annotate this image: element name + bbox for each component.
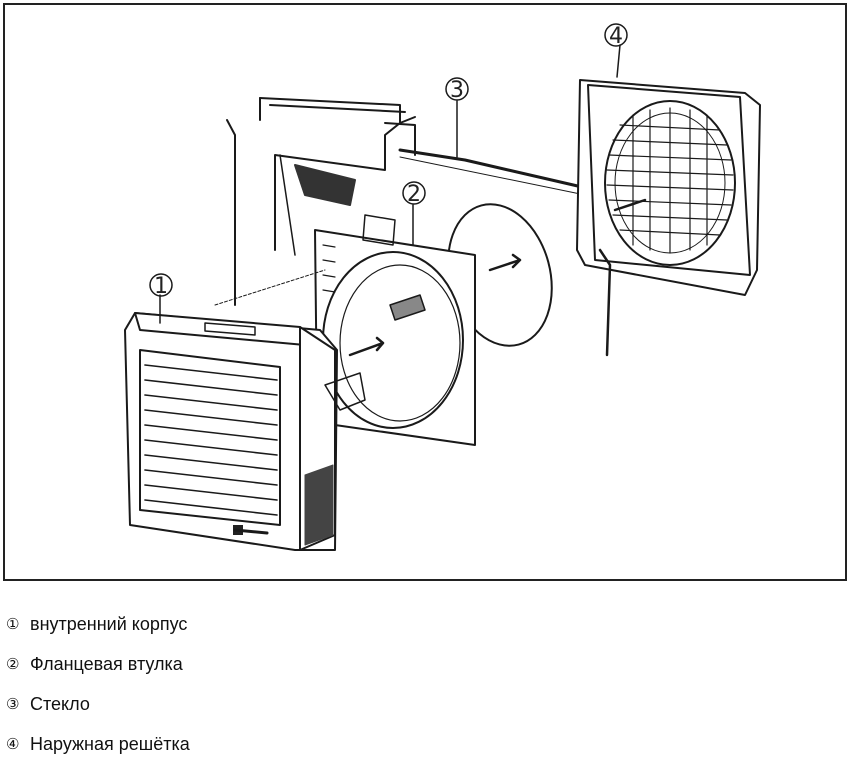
- window-frame: [226, 97, 416, 306]
- legend-label: Стекло: [30, 693, 90, 714]
- diagram-frame: 1 2 3 4: [3, 3, 847, 581]
- glass-pane: [398, 100, 597, 198]
- flange-sleeve: [314, 204, 476, 446]
- legend-label: Наружная решётка: [30, 733, 190, 754]
- legend-label: Фланцевая втулка: [30, 653, 183, 674]
- exploded-fan-diagram: 1 2 3 4: [124, 23, 761, 551]
- legend-number: ①: [6, 615, 20, 633]
- callout-4-label: 4: [609, 24, 623, 49]
- callout-1: 1: [149, 273, 173, 299]
- callout-3: 3: [445, 77, 469, 103]
- inner-housing: [124, 269, 366, 551]
- legend-number: ②: [6, 655, 20, 673]
- legend-label: внутренний корпус: [30, 613, 188, 634]
- callout-4: 4: [604, 23, 628, 49]
- legend-number: ③: [6, 695, 20, 713]
- legend-item: ② Фланцевая втулка: [6, 652, 183, 676]
- outer-grille: [576, 44, 761, 357]
- legend-item: ① внутренний корпус: [6, 612, 187, 636]
- legend-item: ④ Наружная решётка: [6, 732, 190, 756]
- callout-3-label: 3: [450, 78, 464, 103]
- legend-item: ③ Стекло: [6, 692, 90, 716]
- callout-1-label: 1: [154, 274, 168, 299]
- callout-2-label: 2: [407, 182, 421, 207]
- callout-2: 2: [402, 181, 426, 207]
- legend-number: ④: [6, 735, 20, 753]
